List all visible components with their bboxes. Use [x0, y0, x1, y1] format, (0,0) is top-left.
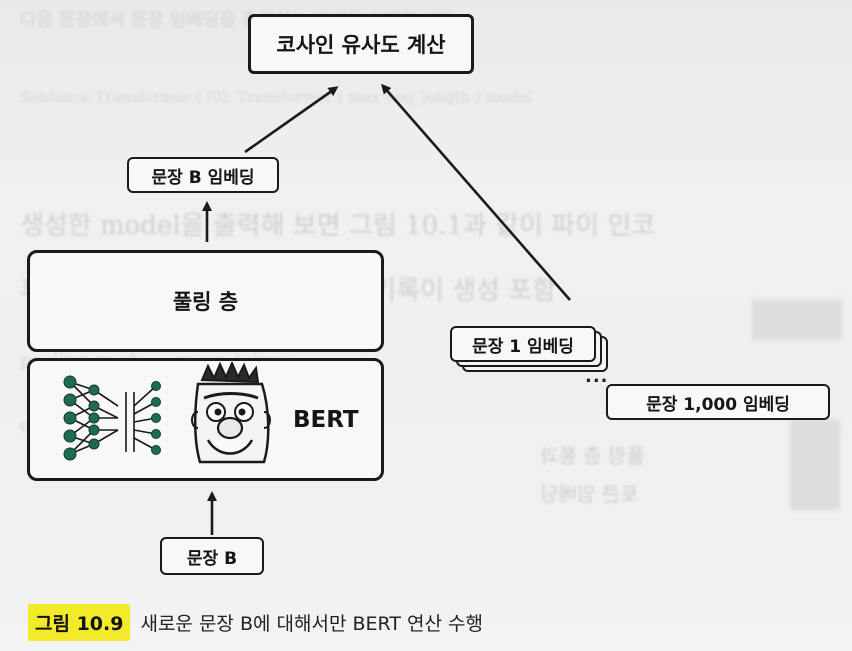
embedding-1-label: 문장 1 임베딩: [472, 336, 574, 357]
bleed-through-block: [790, 420, 840, 510]
bert-label: BERT: [293, 407, 359, 433]
sentence-b-box: 문장 B: [160, 537, 264, 575]
cosine-similarity-label: 코사인 유사도 계산: [276, 33, 446, 57]
caption-text: 새로운 문장 B에 대해서만 BERT 연산 수행: [140, 613, 483, 635]
ellipsis: ...: [585, 366, 609, 387]
arrow-embedding-b-to-cosine: [244, 86, 339, 154]
figure-number: 그림 10.9: [28, 604, 131, 641]
pooling-layer-box: 풀링 층: [27, 250, 384, 352]
figure-caption: 그림 10.9 새로운 문장 B에 대해서만 BERT 연산 수행: [28, 604, 483, 641]
embedding-b-box: 문장 B 임베딩: [127, 157, 279, 193]
cosine-similarity-box: 코사인 유사도 계산: [248, 14, 474, 74]
pooling-layer-label: 풀링 층: [172, 290, 239, 314]
embedding-1000-label: 문장 1,000 임베딩: [646, 394, 790, 415]
bleed-through-text: Sentence Transformer ( (0): Transformer …: [20, 88, 532, 106]
embedding-1-box: 문장 1 임베딩: [450, 326, 596, 362]
bleed-through-block: [752, 300, 842, 340]
bleed-through-text: 생성한 model을 출력해 보면 그림 10.1과 같이 파이 인코: [20, 211, 656, 241]
embedding-1000-box: 문장 1,000 임베딩: [606, 384, 830, 420]
neural-network-icon: [63, 375, 161, 461]
bert-character-icon: [191, 362, 271, 464]
sentence-b-label: 문장 B: [186, 548, 238, 569]
embedding-b-label: 문장 B 임베딩: [151, 167, 255, 188]
arrow-embeddings-to-cosine: [381, 83, 571, 301]
